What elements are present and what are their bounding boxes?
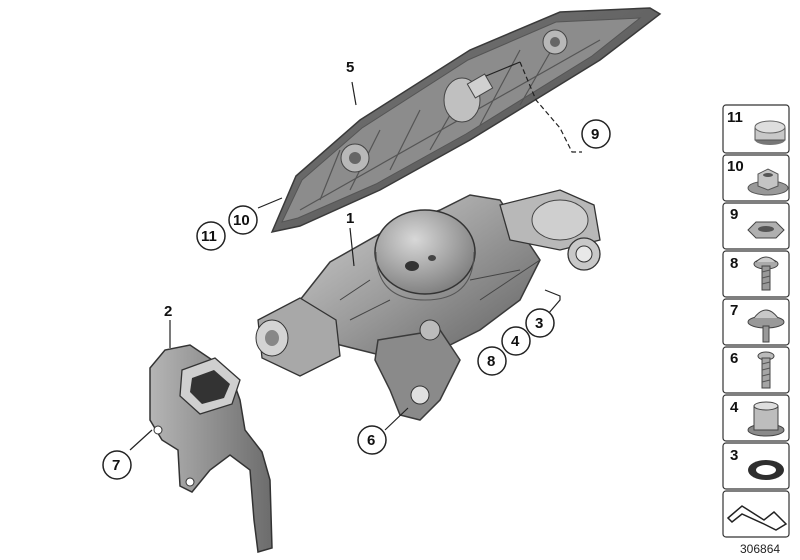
leader-cover-pivot — [485, 61, 521, 77]
part-index-num: 4 — [730, 399, 739, 416]
callout-3: 3 — [535, 315, 543, 332]
part-index-row-8: 8 — [722, 250, 790, 298]
callout-10: 10 — [233, 212, 250, 229]
leader-5 — [351, 81, 357, 106]
wiper-motor-part — [255, 189, 601, 421]
part-index-row-11: 11 — [722, 104, 790, 154]
part-index-num: 6 — [730, 350, 738, 367]
callout-circle-8 — [477, 346, 507, 376]
seal-ring-icon — [748, 460, 784, 480]
leader-1 — [349, 227, 355, 267]
callout-circle-6 — [357, 425, 387, 455]
callout-4: 4 — [511, 333, 520, 350]
zigzag-arrow-icon — [726, 505, 788, 531]
part-index-row-4: 4 — [722, 394, 790, 442]
callout-1: 1 — [346, 210, 354, 227]
part-index-num: 9 — [730, 206, 738, 223]
part-index-num: 3 — [730, 447, 738, 464]
callout-9: 9 — [591, 126, 599, 143]
callout-2: 2 — [164, 303, 172, 320]
leader-lines — [129, 61, 582, 451]
parts-index: 11 10 9 — [722, 104, 790, 538]
hex-nut-icon — [747, 221, 785, 239]
hex-nut-washer-icon — [747, 168, 789, 196]
callout-circle-11 — [196, 221, 226, 251]
washer-screw-icon — [747, 309, 785, 343]
callout-6: 6 — [367, 432, 375, 449]
callout-circle-9 — [581, 119, 611, 149]
flange-screw-icon — [753, 256, 779, 291]
callouts: 5 1 2 9 10 11 3 4 8 6 7 — [102, 59, 611, 480]
bushing-icon — [747, 401, 785, 437]
leader-10 — [257, 197, 283, 209]
leader-9 — [519, 61, 582, 153]
callout-8: 8 — [487, 353, 495, 370]
part-index-row-7: 7 — [722, 298, 790, 346]
trim-cover-part — [270, 7, 662, 234]
callout-11: 11 — [201, 228, 217, 245]
part-index-row-10: 10 — [722, 154, 790, 202]
document-number: 306864 — [740, 542, 780, 556]
part-index-row-6: 6 — [722, 346, 790, 394]
part-index-num: 7 — [730, 302, 738, 319]
leader-6 — [384, 407, 409, 431]
part-index-num: 8 — [730, 255, 738, 272]
screw-icon — [757, 351, 775, 389]
part-index-row-9: 9 — [722, 202, 790, 250]
callout-circle-3 — [525, 308, 555, 338]
callout-circle-10 — [228, 205, 258, 235]
callout-5: 5 — [346, 59, 354, 76]
callout-circle-4 — [501, 326, 531, 356]
part-index-num: 10 — [727, 158, 744, 175]
part-index-arrow-row — [722, 490, 790, 538]
callout-circle-7 — [102, 450, 132, 480]
callout-7: 7 — [112, 457, 120, 474]
leader-3 — [544, 289, 561, 315]
part-index-row-3: 3 — [722, 442, 790, 490]
leader-7 — [129, 429, 153, 451]
cap-icon — [754, 120, 786, 145]
bracket-part — [149, 344, 273, 553]
part-index-num: 11 — [727, 109, 743, 126]
